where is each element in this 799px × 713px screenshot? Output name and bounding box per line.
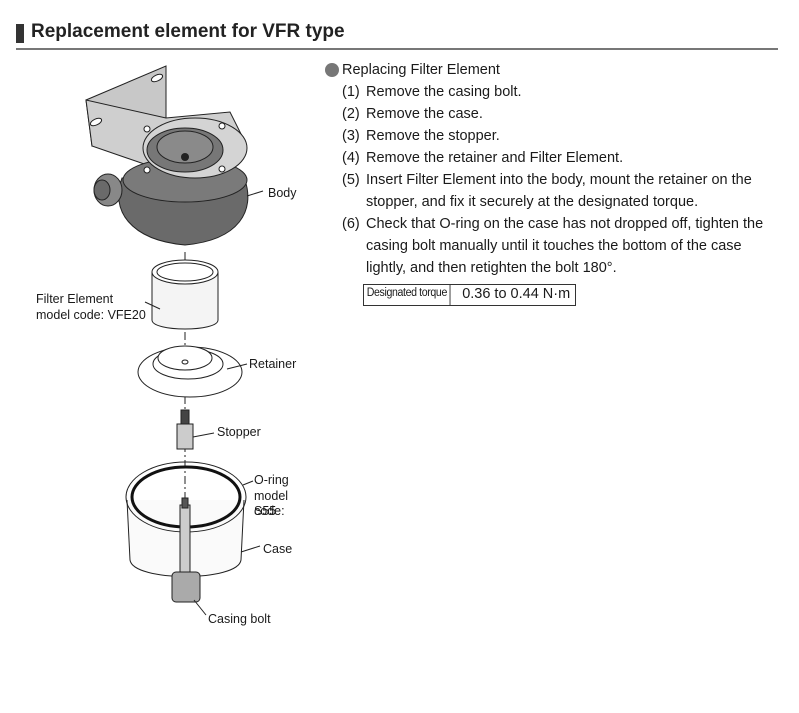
title-marker xyxy=(16,24,24,43)
step-number: (2) xyxy=(342,106,360,122)
step-item: (5) Insert Filter Element into the body, … xyxy=(324,169,784,213)
body-label: Body xyxy=(268,186,297,200)
procedure-heading-text: Replacing Filter Element xyxy=(342,62,500,78)
torque-label: Designated torque xyxy=(364,285,451,305)
oring-label: O-ring xyxy=(254,473,289,487)
step-item: (3) Remove the stopper. xyxy=(324,125,784,147)
filter-assembly-illustration xyxy=(85,65,264,616)
step-number: (3) xyxy=(342,128,360,144)
filter-element-label: Filter Element xyxy=(36,292,114,306)
step-number: (6) xyxy=(342,216,360,232)
step-text: Remove the retainer and Filter Element. xyxy=(366,150,624,166)
step-text: Remove the stopper. xyxy=(366,128,500,144)
step-number: (1) xyxy=(342,84,360,100)
retainer-illustration xyxy=(137,345,248,398)
step-item: (4) Remove the retainer and Filter Elemen… xyxy=(324,147,784,169)
filter-element-model-code: model code: VFE20 xyxy=(36,308,146,322)
case-illustration xyxy=(125,461,261,616)
designated-torque-table: Designated torque 0.36 to 0.44 N·m xyxy=(363,284,577,306)
casing-bolt-label: Casing bolt xyxy=(208,612,271,626)
step-text: Remove the case. xyxy=(366,106,483,122)
procedure-section: Replacing Filter Element (1) Remove the c… xyxy=(324,59,784,279)
step-item: (1) Remove the casing bolt. xyxy=(324,81,784,103)
page-title: Replacement element for VFR type xyxy=(31,21,345,42)
oring-model-code-label: model code: xyxy=(254,489,289,518)
procedure-heading: Replacing Filter Element xyxy=(324,59,784,81)
section-title-bar: Replacement element for VFR type xyxy=(16,20,778,50)
step-item: (2) Remove the case. xyxy=(324,103,784,125)
stopper-label: Stopper xyxy=(217,425,261,439)
retainer-label: Retainer xyxy=(249,357,297,371)
step-text: Remove the casing bolt. xyxy=(366,84,522,100)
step-text: Insert Filter Element into the body, mou… xyxy=(366,172,752,210)
step-item: (6) Check that O-ring on the case has not… xyxy=(324,213,784,279)
bullet-icon xyxy=(325,63,339,77)
exploded-diagram: Body Filter Element model code: VFE20 Re… xyxy=(0,55,320,655)
stopper-illustration xyxy=(176,409,215,450)
step-number: (4) xyxy=(342,150,360,166)
body-illustration xyxy=(85,65,264,246)
step-number: (5) xyxy=(342,172,360,188)
torque-value: 0.36 to 0.44 N·m xyxy=(462,286,571,302)
step-text: Check that O-ring on the case has not dr… xyxy=(366,216,764,276)
filter-element-illustration xyxy=(144,259,219,330)
case-label: Case xyxy=(263,542,293,556)
oring-model-code: S55 xyxy=(254,504,277,518)
